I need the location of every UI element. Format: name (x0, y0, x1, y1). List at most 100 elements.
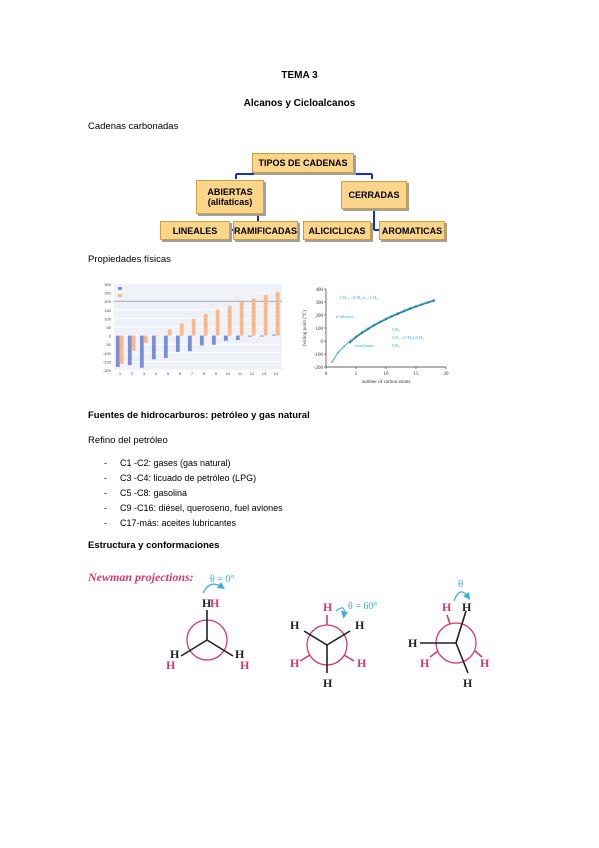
x-axis-label: number of carbon atoms (362, 380, 411, 385)
svg-text:H: H (166, 658, 176, 672)
y-tick-label: 50 (107, 325, 112, 330)
x-tick-label: 6 (179, 371, 182, 376)
box-lineales: LINEALES (160, 221, 230, 240)
box-abiertas-label: ABIERTAS (207, 187, 253, 197)
y-tick-label: 250 (104, 291, 111, 296)
y-tick-label: 300 (104, 282, 111, 287)
x-tick-label: 5 (167, 371, 170, 376)
bar (151, 335, 156, 360)
y-tick-label: -200 (314, 366, 324, 371)
data-point (403, 310, 405, 313)
newman-eclipsed: θ = 0° H H H H H H (166, 574, 250, 672)
data-point (361, 332, 363, 335)
formula-iso-top: CH₃ (392, 327, 400, 332)
y-tick-label: 200 (316, 314, 324, 319)
data-point (397, 313, 399, 315)
data-point (337, 351, 339, 354)
y-tick-label: 400 (316, 288, 324, 293)
svg-text:H: H (235, 647, 245, 661)
x-tick-label: 12 (250, 371, 255, 376)
formula-iso-bot: CH₃ (392, 343, 400, 348)
x-tick-label: 1 (119, 371, 122, 376)
bar (115, 335, 120, 367)
bar (175, 335, 180, 352)
x-tick-label: 4 (155, 371, 158, 376)
y-tick-label: -100 (103, 351, 112, 356)
series-line (331, 299, 435, 363)
y-tick-label: 0 (321, 340, 324, 345)
y-tick-label: 100 (104, 316, 111, 321)
formula-iso-mid: CH—(CH₂)ₙCH₃ (392, 335, 424, 340)
bar (263, 295, 268, 336)
bar (139, 335, 144, 368)
y-tick-label: -100 (314, 353, 324, 358)
svg-text:H: H (480, 656, 490, 670)
section-cadenas: Cadenas carbonadas (88, 121, 179, 132)
newman-skew: θ H H H H H H (408, 578, 490, 690)
list-item: -C1 -C2: gases (gas natural) (104, 458, 231, 468)
data-point (379, 321, 381, 324)
bar (199, 335, 204, 346)
svg-text:H: H (408, 636, 418, 650)
y-tick-label: -50 (105, 342, 112, 347)
data-point (391, 315, 393, 318)
svg-text:H: H (290, 618, 300, 632)
label-n-alkanes: n-alkanes (336, 314, 354, 319)
newman-staggered: θ = 60° H H H H H H (290, 600, 377, 690)
data-point (343, 345, 345, 348)
box-aromaticas: AROMATICAS (379, 221, 445, 240)
bar (215, 309, 220, 336)
bar (275, 291, 280, 336)
box-abiertas-sublabel: (alifaticas) (207, 197, 253, 207)
theta-sixty-label: θ = 60° (348, 601, 377, 612)
bar (227, 305, 232, 336)
bar (131, 335, 136, 351)
bar (223, 335, 228, 341)
formula-n-alkane: CH₃—(CH₂)ₙ—CH₃ (340, 295, 378, 300)
x-tick-label: 20 (444, 372, 450, 377)
svg-text:H: H (355, 618, 365, 632)
svg-text:H: H (463, 676, 473, 690)
theta-label: θ (458, 578, 463, 590)
page-title: TEMA 3 (281, 70, 318, 81)
data-point (355, 336, 357, 339)
x-tick-label: 9 (215, 371, 218, 376)
x-tick-label: 15 (414, 372, 420, 377)
svg-text:H: H (210, 596, 220, 610)
theta-zero-label: θ = 0° (210, 574, 234, 585)
box-cerradas: CERRADAS (341, 181, 407, 209)
box-abiertas: ABIERTAS (alifaticas) (196, 180, 264, 214)
list-item: -C3 -C4: licuado de petróleo (LPG) (104, 473, 257, 483)
svg-text:H: H (202, 596, 212, 610)
data-point (367, 328, 369, 331)
bar (163, 335, 168, 358)
bar (235, 335, 240, 341)
bar (187, 335, 192, 352)
bar (247, 335, 252, 337)
y-tick-label: -150 (103, 359, 112, 364)
list-item: -C9 -C16: diésel, queroseno, fuel avione… (104, 503, 283, 513)
newman-title: Newman projections: (88, 570, 194, 584)
bar (203, 313, 208, 336)
bar (239, 301, 244, 336)
y-tick-label: 300 (316, 301, 324, 306)
section-refino: Refino del petróleo (88, 435, 168, 446)
bar (127, 335, 132, 366)
box-ramificadas: RAMIFICADAS (233, 221, 298, 240)
x-tick-label: 5 (355, 372, 358, 377)
bar (211, 335, 216, 345)
y-tick-label: 100 (316, 327, 324, 332)
x-tick-label: 10 (384, 372, 390, 377)
label-isoalkanes: isoalkanes (355, 343, 374, 348)
bar (191, 318, 196, 336)
x-tick-label: 2 (131, 371, 134, 376)
data-point (427, 301, 429, 304)
x-tick-label: 8 (203, 371, 206, 376)
bar (179, 323, 184, 336)
svg-text:H: H (420, 656, 430, 670)
data-point (415, 305, 417, 308)
refino-list: -C1 -C2: gases (gas natural) -C3 -C4: li… (88, 456, 283, 531)
